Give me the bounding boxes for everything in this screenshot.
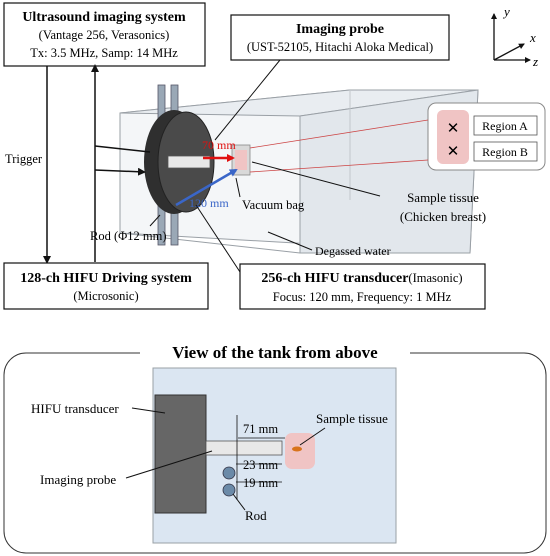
ultrasound-system-params: Tx: 3.5 MHz, Samp: 14 MHz: [30, 46, 178, 60]
top-view-probe-label: Imaging probe: [40, 472, 116, 487]
region-a-label: Region A: [482, 119, 528, 133]
top-view-rod-1: [222, 466, 236, 480]
z-axis-label: z: [532, 54, 538, 69]
top-view-hifu-leader: [131, 407, 166, 414]
drive-cable-line: [94, 167, 146, 176]
inset-connector-bottom: [249, 159, 429, 173]
rod-leader-3d: [149, 214, 161, 227]
degassed-water-leader: [267, 231, 313, 251]
region-b-box: [473, 141, 538, 162]
x-axis: [493, 43, 525, 61]
region-a-marker: ✕: [447, 119, 460, 137]
hifu-transducer-title-line: 256-ch HIFU transducer(Imasonic): [261, 271, 462, 286]
dim-19-label: 19 mm: [243, 476, 278, 490]
dim-23-label: 23 mm: [243, 458, 278, 472]
imaging-probe-title: Imaging probe: [296, 22, 384, 37]
top-view-rod-2: [222, 483, 236, 497]
focus-point: [292, 446, 302, 452]
sample-tissue-label: Sample tissue: [407, 190, 479, 205]
tank-bottom-edge: [119, 232, 301, 254]
ultrasound-system-title: Ultrasound imaging system: [22, 10, 186, 25]
hifu-transducer-3d: [144, 110, 215, 214]
imaging-probe-3d: [167, 155, 211, 169]
trigger-label: Trigger: [5, 152, 43, 166]
imaging-probe-leader: [214, 59, 281, 141]
ultrasound-system-model: (Vantage 256, Verasonics): [39, 28, 170, 42]
top-view-tissue-leader: [299, 427, 326, 446]
vacuum-bag-label: Vacuum bag: [242, 198, 305, 212]
top-view-transducer: [154, 394, 207, 514]
probe-distance-label: 70 mm: [202, 138, 236, 152]
top-view-probe: [205, 440, 283, 456]
imaging-probe-box: [230, 14, 450, 61]
top-view-title: View of the tank from above: [172, 343, 378, 362]
region-b-marker: ✕: [447, 142, 460, 160]
hifu-transducer-specs: Focus: 120 mm, Frequency: 1 MHz: [273, 290, 452, 304]
top-view-title-backdrop: [140, 342, 410, 364]
degassed-water-label: Degassed water: [315, 244, 391, 258]
region-b-label: Region B: [482, 145, 528, 159]
hifu-transducer-leader: [195, 204, 241, 273]
region-inset-tissue: [437, 110, 469, 164]
top-view-probe-leader: [125, 450, 213, 479]
dim-71-label: 71 mm: [243, 422, 278, 436]
probe-cable-line: [94, 145, 151, 153]
top-view-hifu-label: HIFU transducer: [31, 401, 119, 416]
inset-connector-top: [249, 119, 429, 149]
hifu-driving-title: 128-ch HIFU Driving system: [20, 271, 192, 286]
hifu-transducer-maker: (Imasonic): [408, 271, 462, 285]
hifu-driving-maker: (Microsonic): [73, 289, 138, 303]
hifu-transducer-title: 256-ch HIFU transducer: [261, 271, 408, 286]
imaging-probe-model: (UST-52105, Hitachi Aloka Medical): [247, 40, 433, 54]
y-axis-label: y: [502, 4, 510, 19]
region-a-box: [473, 115, 538, 136]
top-view-rod-label: Rod: [245, 508, 267, 523]
ultrasound-system-box: [3, 2, 206, 67]
x-axis-label: x: [529, 30, 536, 45]
vacuum-bag-leader: [235, 177, 241, 198]
top-view-tissue-label: Sample tissue: [316, 411, 388, 426]
top-view-rod-leader: [232, 493, 246, 511]
hifu-driving-box: [3, 262, 209, 310]
sample-tissue-3d: [235, 150, 247, 170]
sample-tissue-leader: [251, 161, 381, 197]
focus-distance-label: 120 mm: [189, 196, 229, 210]
axes-indicator: y x z: [491, 4, 538, 69]
hifu-transducer-box: [239, 263, 486, 310]
rod-label-3d: Rod (Φ12 mm): [90, 229, 167, 243]
region-inset: ✕ ✕ Region A Region B: [427, 102, 546, 171]
chicken-breast-label: (Chicken breast): [400, 209, 486, 224]
focus-distance-arrow: [175, 168, 238, 207]
